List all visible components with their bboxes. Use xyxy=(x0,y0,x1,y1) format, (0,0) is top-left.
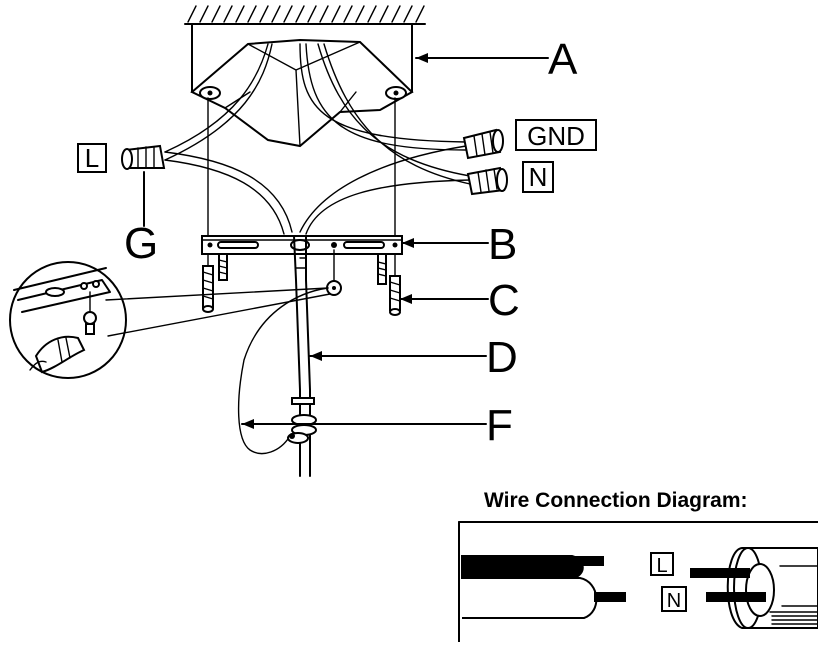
mounting-bracket xyxy=(201,235,403,255)
diagram-tag-neutral-text: N xyxy=(667,590,681,612)
bracket-screws xyxy=(218,253,387,285)
lock-nut xyxy=(287,397,317,444)
screw-c xyxy=(389,275,401,316)
supply-wires xyxy=(164,43,471,235)
callout-b: B xyxy=(488,220,517,269)
detail-inset xyxy=(9,261,331,379)
tag-live: L xyxy=(77,143,107,173)
callout-d: D xyxy=(486,333,518,382)
diagram-tag-neutral: N xyxy=(661,586,687,612)
wire-diagram-title: Wire Connection Diagram: xyxy=(484,489,748,512)
ceiling xyxy=(184,5,426,25)
wire-nut-ground xyxy=(462,128,504,160)
tag-neutral: N xyxy=(522,161,554,193)
callout-f: F xyxy=(486,401,513,450)
tag-live-text: L xyxy=(85,143,99,173)
tag-neutral-text: N xyxy=(529,162,548,192)
callout-g: G xyxy=(124,219,158,268)
tag-ground-text: GND xyxy=(527,121,585,151)
callout-c: C xyxy=(488,276,520,325)
ground-screw xyxy=(326,249,342,296)
junction-box xyxy=(190,23,414,148)
callout-a: A xyxy=(548,35,578,84)
diagram-tag-live-text: L xyxy=(656,555,667,577)
wire-nut-live xyxy=(121,144,166,170)
diagram-tag-live: L xyxy=(650,552,674,577)
wire-nut-neutral xyxy=(466,166,508,196)
wire-connection-diagram xyxy=(458,521,818,643)
tag-ground: GND xyxy=(515,119,597,151)
